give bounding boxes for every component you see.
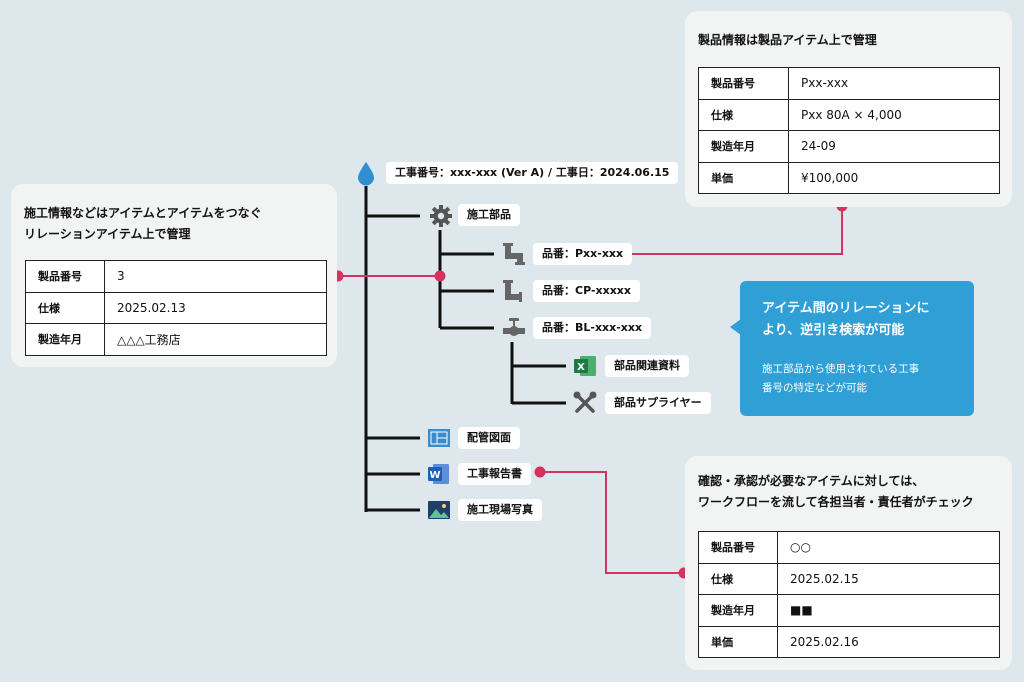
callout-heading: アイテム間のリレーションに より、逆引き検索が可能: [762, 301, 930, 338]
relation-card-title: 施工情報などはアイテムとアイテムをつなぐ リレーションアイテム上で管理: [24, 206, 262, 241]
workflow-card-title: 確認・承認が必要なアイテムに対しては、 ワークフローを流して各担当者・責任者がチ…: [698, 474, 974, 509]
construction-number-label[interactable]: 工事番号：xxx-xxx (Ver A) / 工事日：2024.06.15: [386, 162, 679, 184]
word-document-icon: W: [428, 464, 449, 484]
valve-icon: [503, 318, 525, 336]
table-row: 製造年月■■: [698, 594, 1000, 627]
part-pxx-label[interactable]: 品番：Pxx-xxx: [533, 243, 633, 265]
relation-item-card: 施工情報などはアイテムとアイテムをつなぐ リレーションアイテム上で管理 製品番号…: [11, 184, 337, 367]
svg-text:X: X: [577, 362, 585, 373]
workflow-item-card: 確認・承認が必要なアイテムに対しては、 ワークフローを流して各担当者・責任者がチ…: [685, 456, 1012, 670]
callout-tail: [730, 319, 741, 335]
gear-icon: [430, 205, 452, 227]
pipe-fitting-icon: [503, 280, 522, 302]
table-row: 単価¥100,000: [698, 161, 1000, 194]
table-row: 製品番号○○: [698, 531, 1000, 564]
blueprint-icon: [428, 429, 450, 447]
svg-text:W: W: [429, 470, 440, 481]
water-drop-icon: [358, 162, 374, 186]
site-photo-label[interactable]: 施工現場写真: [458, 499, 542, 521]
reverse-lookup-callout: アイテム間のリレーションに より、逆引き検索が可能 施工部品から使用されている工…: [730, 281, 974, 416]
tools-icon: [573, 391, 597, 413]
callout-body: 施工部品から使用されている工事 番号の特定などが可能: [762, 363, 920, 394]
construction-parts-label[interactable]: 施工部品: [458, 204, 520, 226]
construction-report-label[interactable]: 工事報告書: [458, 463, 531, 485]
part-supplier-label[interactable]: 部品サプライヤー: [605, 392, 711, 414]
table-row: 製造年月△△△工務店: [25, 323, 327, 356]
product-card-title: 製品情報は製品アイテム上で管理: [698, 33, 877, 47]
part-cp-label[interactable]: 品番：CP-xxxxx: [533, 280, 640, 302]
pipe-fitting-icon: [503, 243, 525, 265]
part-bl-label[interactable]: 品番：BL-xxx-xxx: [533, 317, 652, 339]
piping-drawing-label[interactable]: 配管図面: [458, 427, 520, 449]
part-documents-label[interactable]: 部品関連資料: [605, 355, 689, 377]
excel-icon: X: [574, 356, 596, 376]
photo-icon: [428, 501, 450, 519]
